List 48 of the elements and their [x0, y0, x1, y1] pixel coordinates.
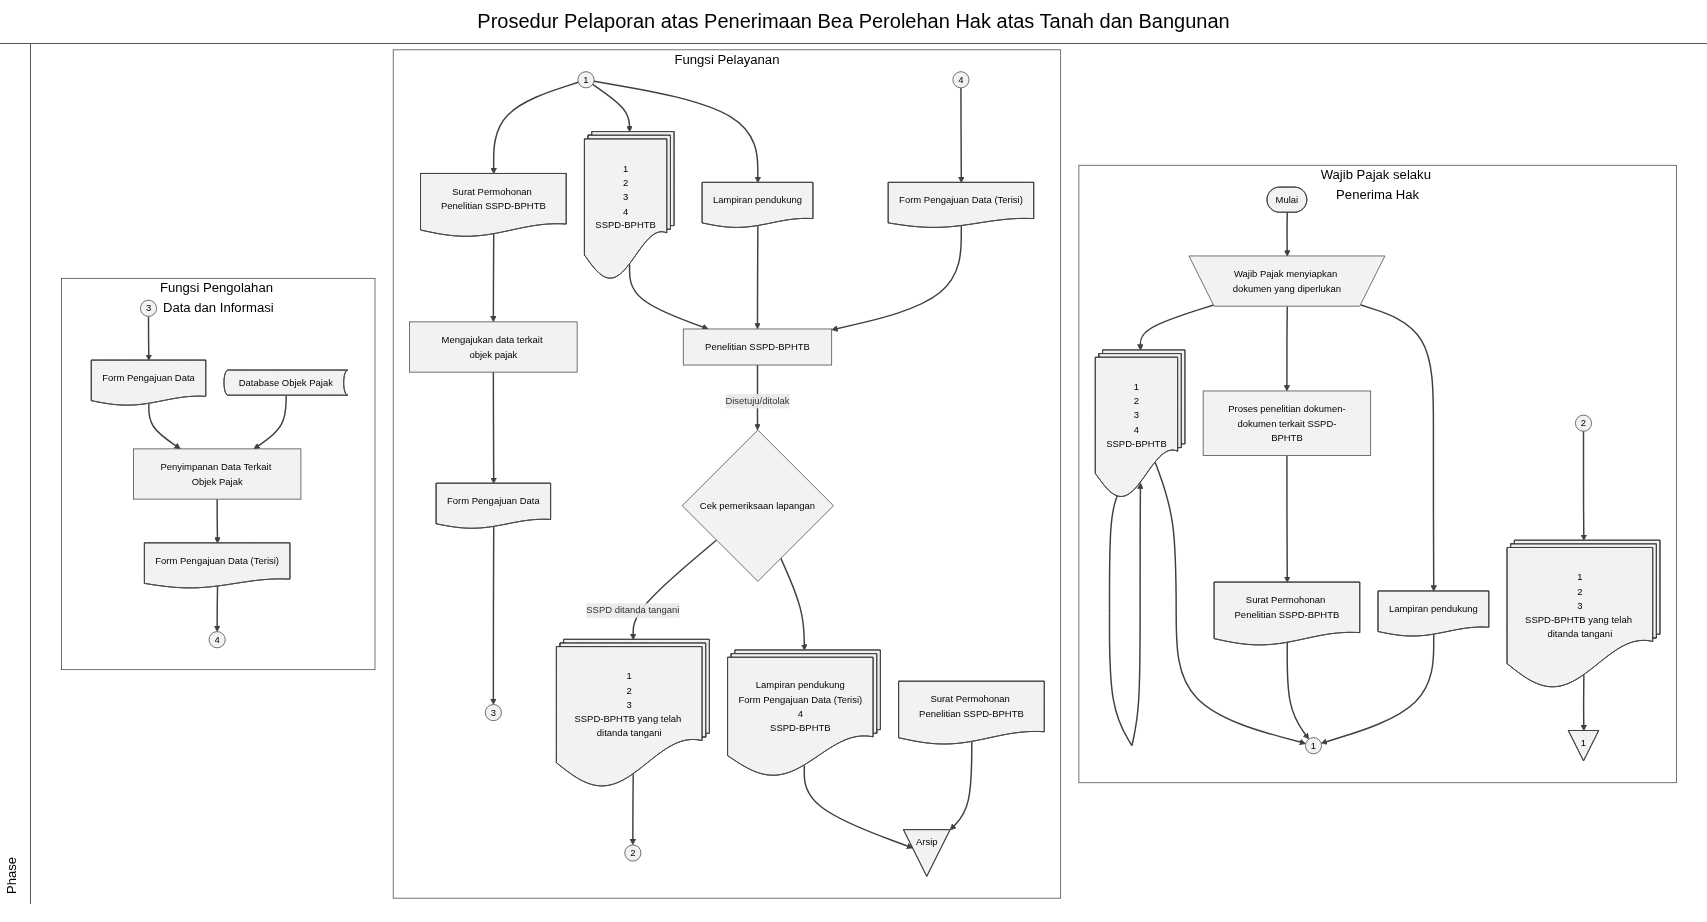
node-circle: 3 [140, 299, 157, 317]
node-circle: 1 [1305, 737, 1322, 755]
arrow [1580, 430, 1587, 541]
node-box: Proses penelitian dokumen-dokumen terkait SSPD-BPHTB [1202, 390, 1372, 456]
arrow [1320, 633, 1435, 745]
arrow [1284, 211, 1291, 257]
arrow [629, 539, 718, 640]
arrow [214, 498, 221, 544]
arrow [628, 263, 709, 330]
node-circle: 2 [624, 844, 642, 862]
phase-label: Phase [4, 857, 19, 894]
arrow [831, 225, 963, 332]
arrow [253, 394, 287, 450]
arrow [780, 557, 808, 651]
arrow [490, 526, 497, 705]
arrow [803, 764, 914, 850]
arrow [145, 315, 152, 361]
node-circle: 4 [208, 631, 226, 649]
arrow [1284, 454, 1291, 583]
arrow [591, 83, 633, 133]
node-circle: 4 [952, 71, 970, 89]
node-box: Penelitian SSPD-BPHTB [682, 328, 833, 366]
arrow [148, 402, 181, 450]
arrow [1286, 641, 1310, 740]
arrow [754, 225, 761, 330]
arrow [1360, 304, 1437, 592]
arrow [593, 80, 762, 183]
node-circle: 1 [577, 71, 595, 89]
arrow [490, 233, 497, 323]
diagram-title: Prosedur Pelaporan atas Penerimaan Bea Perolehan Hak atas Tanah dan Bangunan [0, 0, 1707, 44]
arrow [490, 81, 579, 175]
arrow [1580, 674, 1587, 732]
arrow [1154, 461, 1306, 746]
node-circle: 3 [484, 704, 502, 722]
edge-label: SSPD ditanda tangani [586, 604, 680, 616]
arrow [1137, 304, 1215, 351]
arrow [949, 741, 973, 831]
node-box: Penyimpanan Data Terkait Objek Pajak [133, 448, 302, 500]
arrow [629, 773, 637, 846]
edge-label: Disetuju/ditolak [725, 395, 790, 407]
arrow [490, 371, 497, 484]
arrow [213, 585, 221, 632]
node-diamond: Cek pemeriksaan lapangan [681, 429, 834, 582]
node-box: Mengajukan data terkait objek pajak [409, 321, 578, 373]
arrow [958, 87, 965, 183]
node-circle: 2 [1575, 414, 1592, 432]
arrow [1283, 305, 1291, 392]
arrow [1108, 482, 1144, 747]
